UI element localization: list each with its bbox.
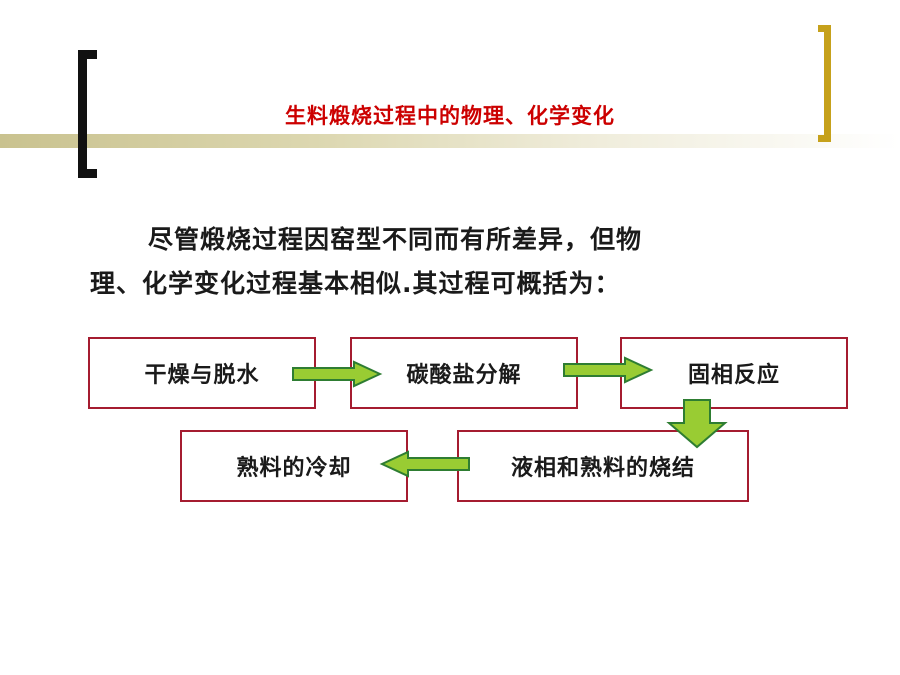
arrow-right-icon: [292, 360, 383, 388]
right-bracket-icon: [818, 25, 831, 142]
flow-step-drying: 干燥与脱水: [88, 337, 316, 409]
header-band: [0, 134, 900, 148]
flow-step-carbonate-decomposition: 碳酸盐分解: [350, 337, 578, 409]
left-bracket-icon: [78, 50, 97, 178]
flow-step-solid-phase-reaction: 固相反应: [620, 337, 848, 409]
arrow-down-icon: [666, 399, 728, 449]
slide-title: 生料煅烧过程中的物理、化学变化: [285, 104, 615, 128]
paragraph-line-1: 尽管煅烧过程因窑型不同而有所差异，但物: [148, 225, 643, 254]
arrow-left-icon: [379, 450, 470, 478]
flow-step-clinker-cooling: 熟料的冷却: [180, 430, 408, 502]
paragraph-line-2: 理、化学变化过程基本相似.其过程可概括为：: [90, 269, 621, 298]
arrow-right-icon: [563, 356, 654, 384]
